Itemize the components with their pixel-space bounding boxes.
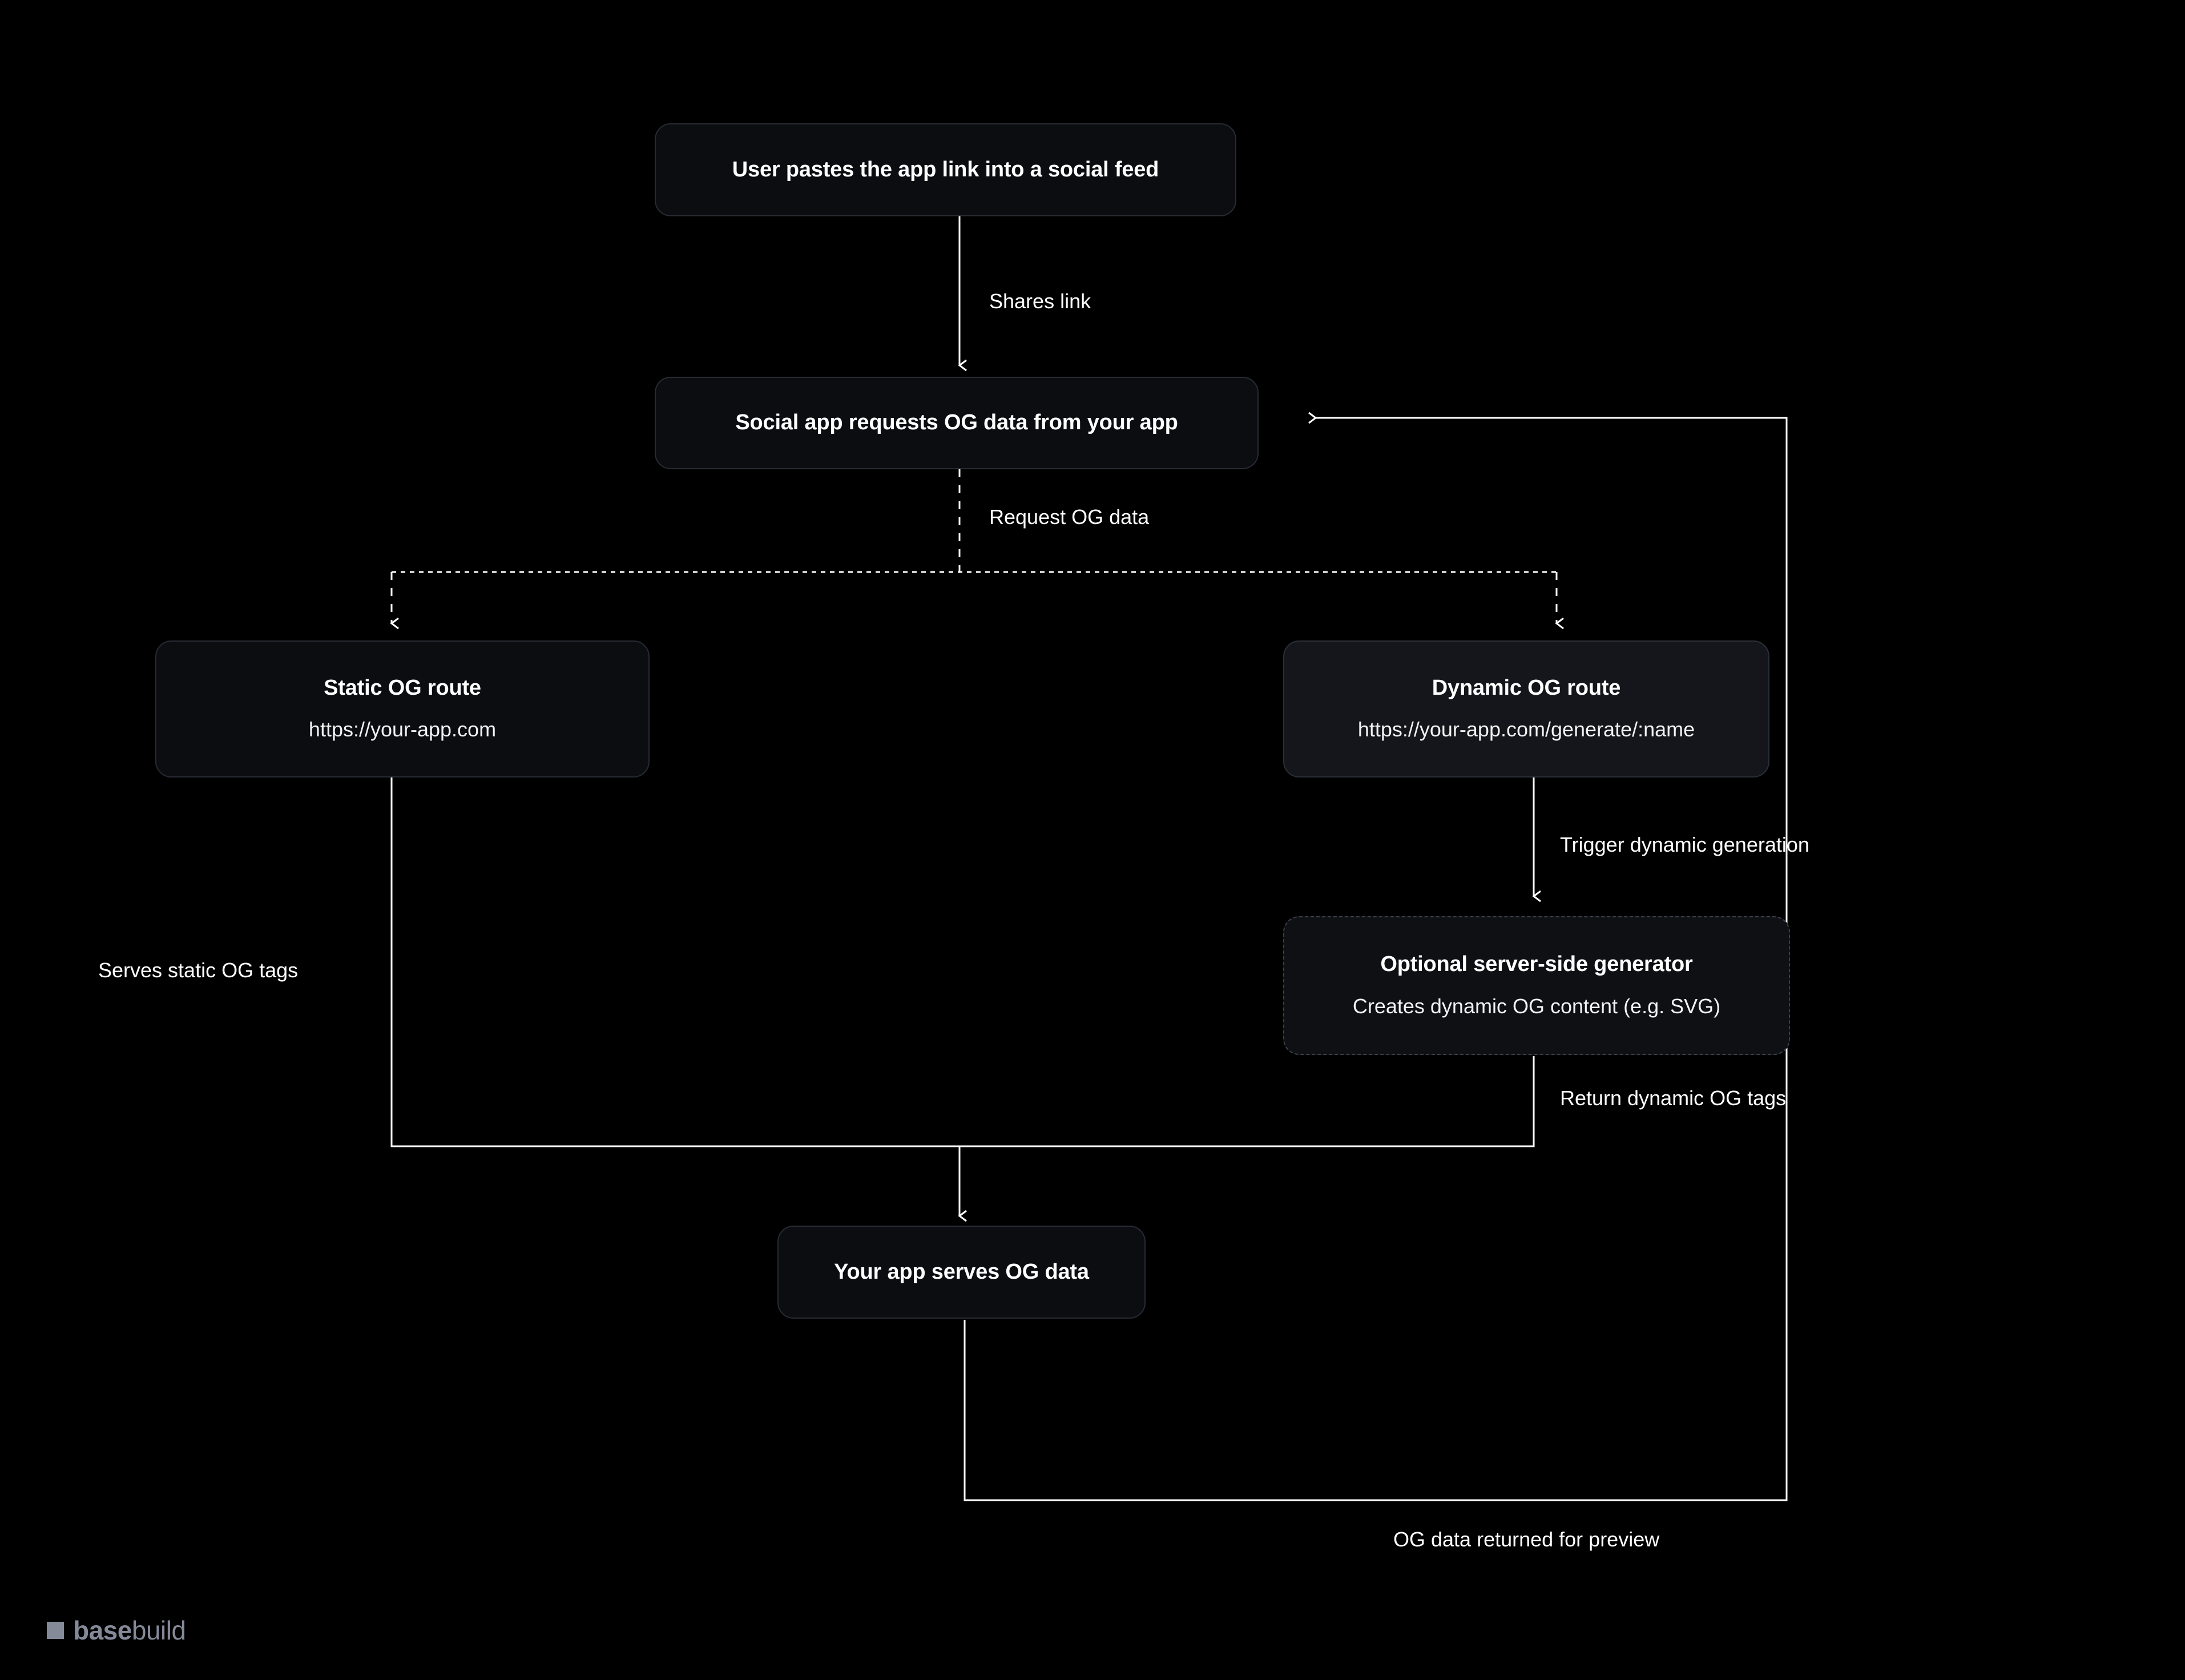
brand-name-light: build [131, 1615, 186, 1645]
node-social-app-requests-og[interactable]: Social app requests OG data from your ap… [655, 377, 1259, 469]
node-title: Dynamic OG route [1432, 675, 1621, 700]
brand-logo: basebuild [47, 1617, 186, 1643]
node-title: Your app serves OG data [834, 1259, 1089, 1284]
node-user-pastes-link[interactable]: User pastes the app link into a social f… [655, 123, 1236, 216]
edge-label-request-og-data: Request OG data [989, 505, 1150, 529]
node-subtitle: https://your-app.com/generate/:name [1357, 718, 1695, 742]
edge-label-og-data-returned-for-preview: OG data returned for preview [1393, 1528, 1660, 1551]
node-your-app-serves-og-data[interactable]: Your app serves OG data [777, 1226, 1146, 1319]
node-optional-server-side-generator[interactable]: Optional server-side generator Creates d… [1283, 916, 1790, 1055]
node-title: User pastes the app link into a social f… [732, 157, 1159, 182]
edge-label-shares-link: Shares link [989, 289, 1091, 313]
node-title: Static OG route [324, 675, 481, 700]
brand-name-strong: base [73, 1615, 132, 1645]
square-icon [47, 1622, 64, 1639]
edge-label-return-dynamic-og-tags: Return dynamic OG tags [1560, 1086, 1787, 1110]
node-static-og-route[interactable]: Static OG route https://your-app.com [155, 640, 650, 777]
edge-request-og-data [390, 469, 1564, 630]
node-subtitle: Creates dynamic OG content (e.g. SVG) [1352, 994, 1721, 1018]
node-subtitle: https://your-app.com [308, 718, 497, 742]
edge-return-dynamic-og-tags [960, 1056, 1535, 1147]
edge-label-trigger-dynamic-generation: Trigger dynamic generation [1560, 833, 1809, 856]
node-title: Social app requests OG data from your ap… [735, 410, 1178, 435]
node-dynamic-og-route[interactable]: Dynamic OG route https://your-app.com/ge… [1283, 640, 1769, 777]
node-title: Optional server-side generator [1380, 952, 1693, 977]
brand-wordmark: basebuild [73, 1617, 186, 1643]
edge-serves-static-og-tags [390, 777, 960, 1147]
edge-label-serves-static-og-tags: Serves static OG tags [98, 958, 299, 982]
